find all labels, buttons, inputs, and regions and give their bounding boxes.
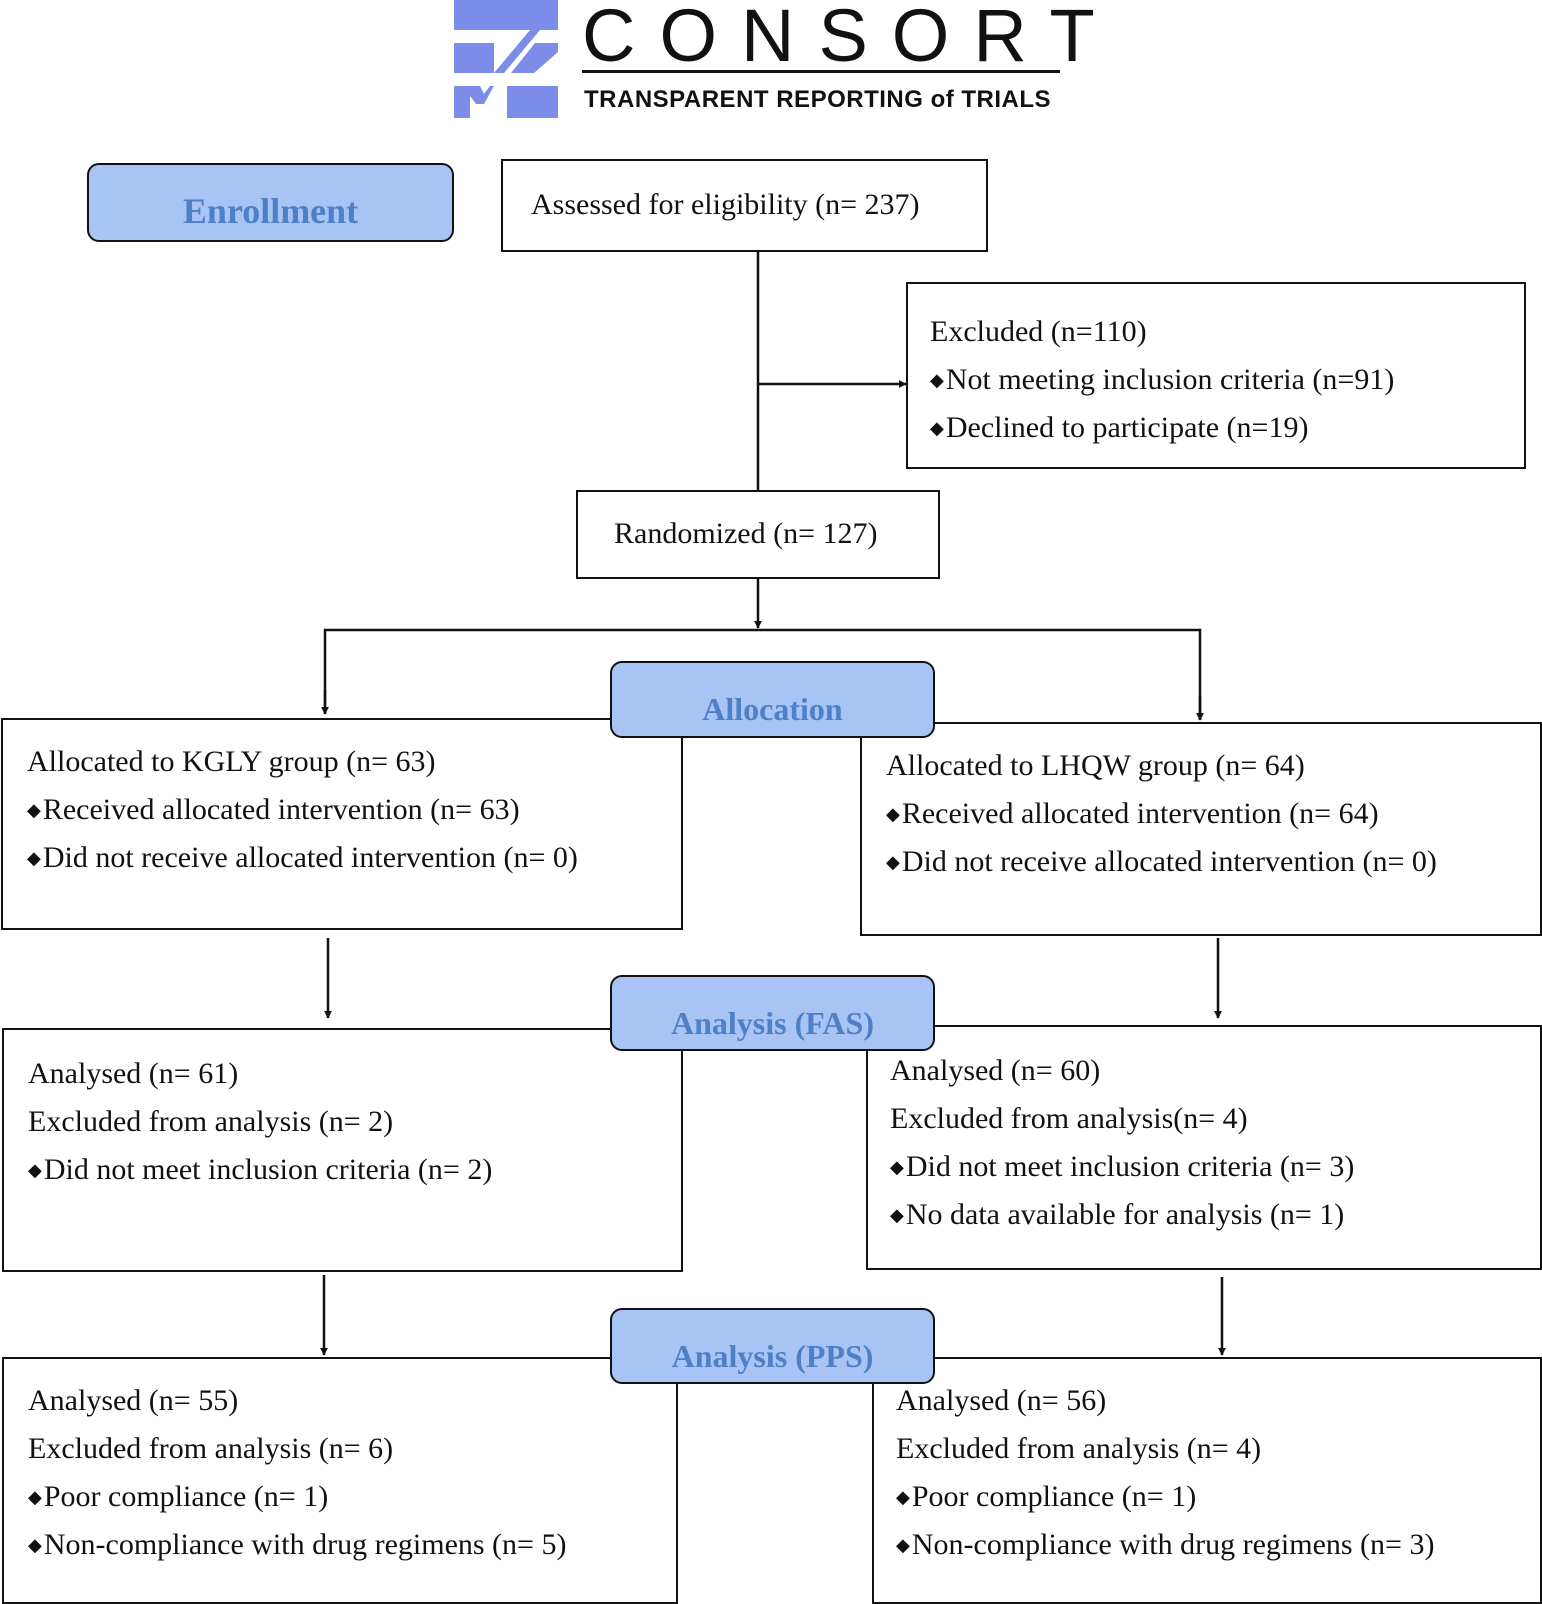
stage-analysis-fas: Analysis (FAS): [610, 975, 935, 1051]
diamond-bullet-icon: ◆: [28, 1535, 42, 1555]
lhqw-allocated-item: ◆Received allocated intervention (n= 64): [886, 797, 1379, 830]
randomized-text: Randomized (n= 127): [614, 517, 878, 550]
consort-logo-icon: [454, 0, 558, 118]
fas-kgly-line: Analysed (n= 61): [28, 1057, 239, 1090]
assessed-text: Assessed for eligibility (n= 237): [531, 188, 920, 221]
diamond-bullet-icon: ◆: [27, 848, 41, 868]
diamond-bullet-icon: ◆: [930, 370, 944, 390]
kgly-allocated-item: ◆Received allocated intervention (n= 63): [27, 793, 520, 826]
diamond-bullet-icon: ◆: [28, 1160, 42, 1180]
stage-enrollment: Enrollment: [87, 163, 454, 242]
box-allocated-lhqw: Allocated to LHQW group (n= 64) ◆Receive…: [860, 722, 1542, 936]
stage-allocation: Allocation: [610, 661, 935, 738]
pps-kgly-line: Excluded from analysis (n= 6): [28, 1432, 394, 1465]
diamond-bullet-icon: ◆: [890, 1205, 904, 1225]
box-pps-kgly: Analysed (n= 55) Excluded from analysis …: [2, 1357, 678, 1604]
diamond-bullet-icon: ◆: [28, 1487, 42, 1507]
diamond-bullet-icon: ◆: [886, 852, 900, 872]
box-fas-kgly: Analysed (n= 61) Excluded from analysis …: [2, 1028, 683, 1272]
pps-lhqw-line: Excluded from analysis (n= 4): [896, 1432, 1262, 1465]
consort-wordmark: CONSORT: [582, 0, 1119, 77]
diamond-bullet-icon: ◆: [890, 1157, 904, 1177]
box-fas-lhqw: Analysed (n= 60) Excluded from analysis(…: [866, 1025, 1542, 1270]
diamond-bullet-icon: ◆: [886, 804, 900, 824]
pps-lhqw-item: ◆Non-compliance with drug regimens (n= 3…: [896, 1528, 1435, 1561]
pps-kgly-line: Analysed (n= 55): [28, 1384, 239, 1417]
consort-tagline: TRANSPARENT REPORTING of TRIALS: [584, 86, 1052, 113]
pps-lhqw-item: ◆Poor compliance (n= 1): [896, 1480, 1197, 1513]
excluded-title: Excluded (n=110): [930, 315, 1147, 348]
stage-allocation-label: Allocation: [702, 691, 843, 727]
box-assessed: Assessed for eligibility (n= 237): [501, 159, 988, 252]
box-randomized: Randomized (n= 127): [576, 490, 940, 579]
line-split: [323, 628, 1202, 720]
stage-analysis-fas-label: Analysis (FAS): [671, 1005, 874, 1041]
box-pps-lhqw: Analysed (n= 56) Excluded from analysis …: [872, 1357, 1542, 1604]
kgly-allocated-item: ◆Did not receive allocated intervention …: [27, 841, 578, 874]
fas-kgly-item: ◆Did not meet inclusion criteria (n= 2): [28, 1153, 493, 1186]
lhqw-allocated-title: Allocated to LHQW group (n= 64): [886, 749, 1305, 782]
diamond-bullet-icon: ◆: [896, 1487, 910, 1507]
excluded-item: ◆Not meeting inclusion criteria (n=91): [930, 363, 1395, 396]
fas-lhqw-line: Excluded from analysis(n= 4): [890, 1102, 1248, 1135]
excluded-item: ◆Declined to participate (n=19): [930, 411, 1309, 444]
box-allocated-kgly: Allocated to KGLY group (n= 63) ◆Receive…: [1, 718, 683, 930]
fas-lhqw-line: Analysed (n= 60): [890, 1054, 1101, 1087]
lhqw-allocated-item: ◆Did not receive allocated intervention …: [886, 845, 1437, 878]
stage-analysis-pps: Analysis (PPS): [610, 1308, 935, 1384]
pps-kgly-item: ◆Non-compliance with drug regimens (n= 5…: [28, 1528, 567, 1561]
fas-kgly-line: Excluded from analysis (n= 2): [28, 1105, 394, 1138]
stage-enrollment-label: Enrollment: [182, 191, 359, 231]
stage-analysis-pps-label: Analysis (PPS): [671, 1338, 874, 1374]
diamond-bullet-icon: ◆: [930, 418, 944, 438]
fas-lhqw-item: ◆Did not meet inclusion criteria (n= 3): [890, 1150, 1355, 1183]
pps-lhqw-line: Analysed (n= 56): [896, 1384, 1107, 1417]
pps-kgly-item: ◆Poor compliance (n= 1): [28, 1480, 329, 1513]
kgly-allocated-title: Allocated to KGLY group (n= 63): [27, 745, 436, 778]
fas-lhqw-item: ◆No data available for analysis (n= 1): [890, 1198, 1345, 1231]
diamond-bullet-icon: ◆: [896, 1535, 910, 1555]
diamond-bullet-icon: ◆: [27, 800, 41, 820]
logo-divider: [582, 70, 1060, 73]
box-excluded: Excluded (n=110) ◆Not meeting inclusion …: [906, 282, 1526, 469]
